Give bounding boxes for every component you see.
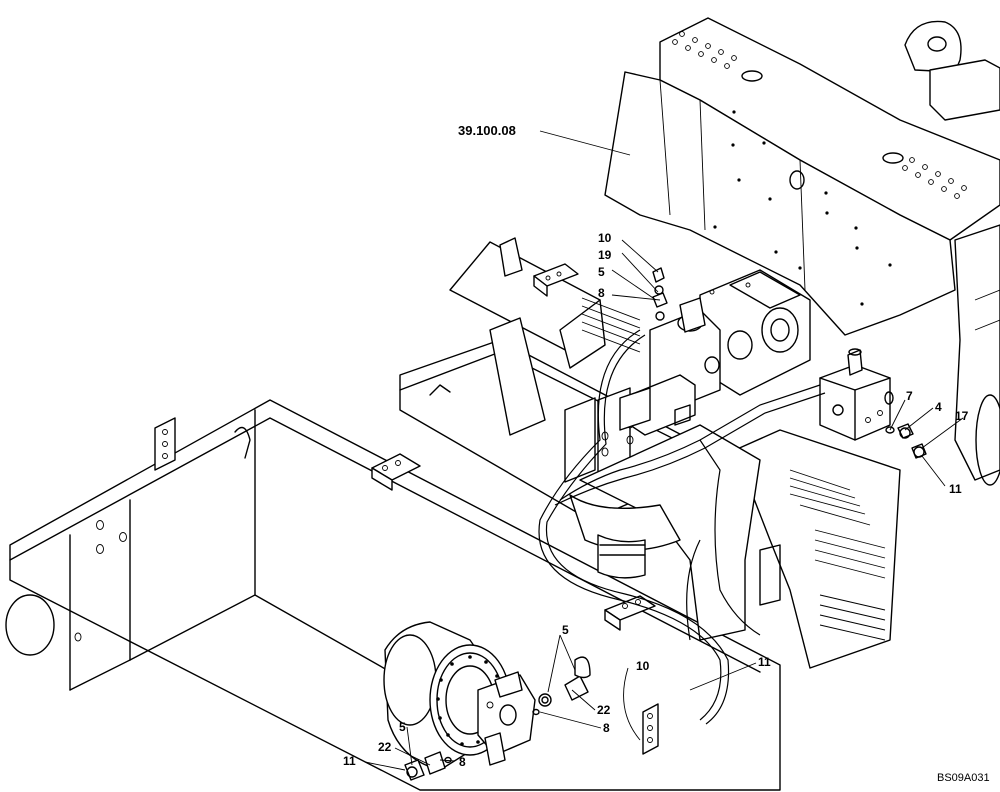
figure-reference-code: BS09A031 <box>937 772 990 784</box>
callout-10-top: 10 <box>598 231 612 245</box>
callout-5-top: 5 <box>598 265 605 279</box>
upper-frame <box>604 17 1000 486</box>
slotted-bracket-left <box>449 237 641 436</box>
callout-8-mid: 8 <box>603 721 610 735</box>
callout-11-mid: 11 <box>758 655 771 669</box>
callout-22-low: 22 <box>378 740 392 754</box>
leader-lines <box>364 130 964 771</box>
callout-19: 19 <box>598 248 612 262</box>
callout-5-low: 5 <box>399 720 406 734</box>
callout-8-top: 8 <box>598 286 605 300</box>
callout-39-100-08: 39.100.08 <box>458 123 516 138</box>
plate-holes <box>672 31 967 199</box>
hydraulic-hoses <box>538 329 826 725</box>
callout-11-low: 11 <box>343 754 356 768</box>
callout-10-mid: 10 <box>636 659 650 673</box>
hydraulic-pump-assembly <box>619 269 811 436</box>
callout-11-right: 11 <box>949 482 962 496</box>
callout-22-mid: 22 <box>597 703 611 717</box>
callout-7: 7 <box>906 389 913 403</box>
callout-5-mid: 5 <box>562 623 569 637</box>
valve-block <box>819 348 894 441</box>
frame-face-holes <box>713 110 892 306</box>
motor-fittings <box>404 656 591 781</box>
support-casting <box>569 424 761 641</box>
callout-17: 17 <box>955 409 969 423</box>
pump-fittings <box>652 267 668 321</box>
callout-4: 4 <box>935 400 942 414</box>
slotted-bracket-right <box>734 429 901 669</box>
callout-8-low: 8 <box>459 755 466 769</box>
hose-clamp-blocks <box>154 417 659 755</box>
callout-labels: 39.100.08 10 19 5 8 7 4 17 11 5 10 11 22… <box>343 123 990 784</box>
travel-motor <box>383 621 536 771</box>
